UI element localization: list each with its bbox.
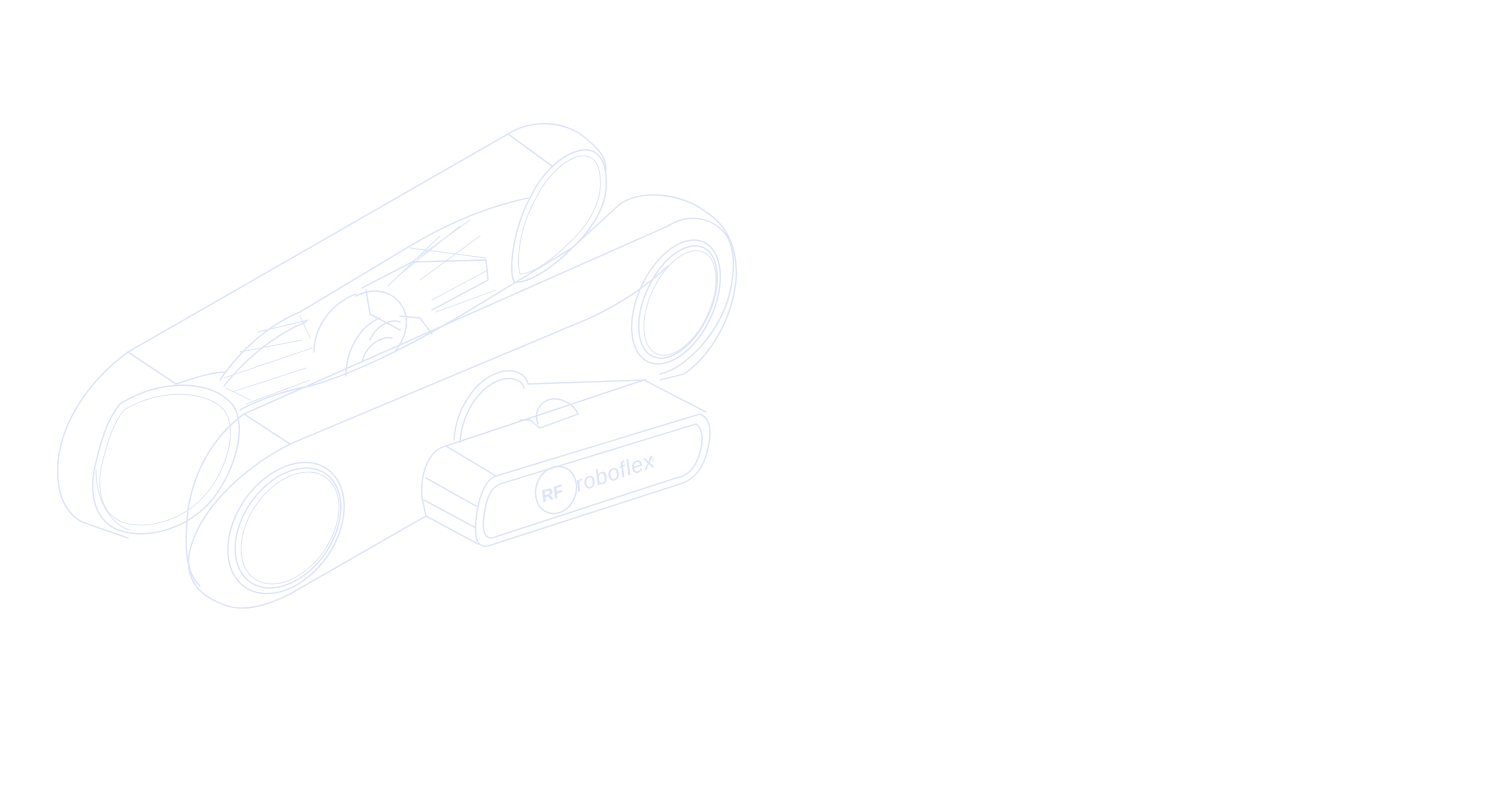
central-joint: [223, 219, 497, 405]
roboflex-logo-icon: RF roboflex ®: [534, 447, 658, 515]
knurled-knob-top-icon: [511, 149, 607, 283]
quick-release-lever: [421, 370, 711, 547]
right-arm: [185, 194, 737, 609]
logo-mark: RF: [539, 481, 567, 506]
left-arm: [57, 123, 607, 539]
registered-mark: ®: [648, 454, 656, 463]
brand-wordmark: roboflex: [572, 447, 658, 496]
knurled-knob-icon: [91, 384, 240, 535]
